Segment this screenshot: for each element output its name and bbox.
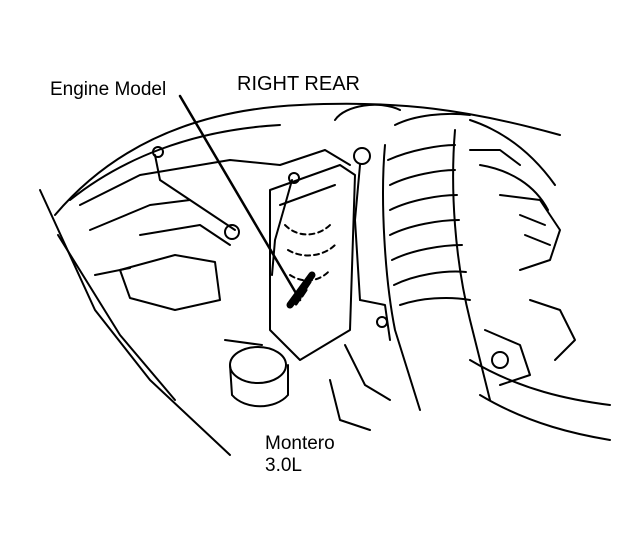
engine-model-leader <box>178 94 302 302</box>
right-rear-label: RIGHT REAR <box>237 73 360 95</box>
fender-edge <box>69 124 281 201</box>
engine-model-label: Engine Model <box>50 79 167 100</box>
engine-model-plate <box>269 164 356 361</box>
left-body-panel <box>39 189 231 456</box>
caption-engine-size: 3.0L <box>265 454 302 476</box>
fender-outline <box>54 102 561 216</box>
wiring-connector <box>286 271 316 309</box>
caption-model: Montero <box>265 433 335 454</box>
vehicle-caption: Montero 3.0L <box>265 433 335 477</box>
intake-hose <box>382 144 421 411</box>
dipstick-ring <box>353 147 371 165</box>
filler-cap <box>229 346 287 384</box>
